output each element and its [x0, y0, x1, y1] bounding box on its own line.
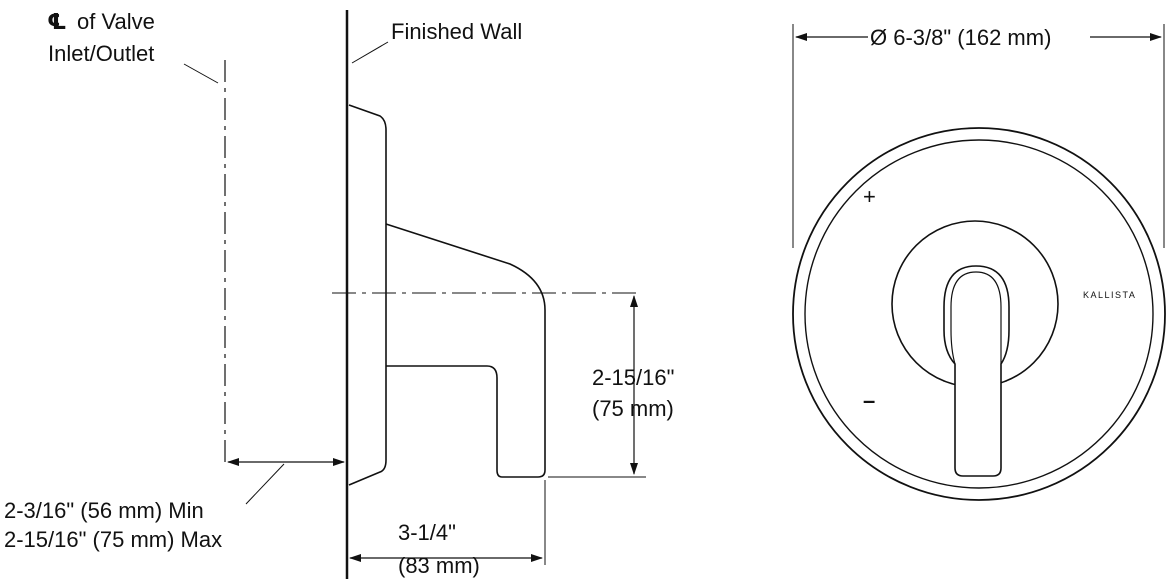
brand-label: KALLISTA: [1083, 290, 1136, 300]
projection-mm-label: (83 mm): [398, 553, 480, 578]
escutcheon-outer-circle: [792, 127, 1166, 501]
centerline-symbol: ℄: [47, 9, 67, 34]
diameter-label: Ø 6-3/8" (162 mm): [870, 25, 1051, 50]
valve-depth-max-label: 2-15/16" (75 mm) Max: [4, 527, 222, 552]
handle-height-in-label: 2-15/16": [592, 365, 674, 390]
centerline-leader: [183, 63, 219, 84]
escutcheon-profile: [348, 104, 387, 486]
side-view: 2-15/16" (75 mm) 3-1/4" (83 mm) 2-3/16" …: [4, 9, 674, 579]
front-view: Ø 6-3/8" (162 mm) + – KALLISTA: [792, 24, 1166, 501]
handle-height-mm-label: (75 mm): [592, 396, 674, 421]
plus-mark: +: [863, 184, 876, 209]
valve-depth-leader: [245, 463, 285, 505]
valve-depth-min-label: 2-3/16" (56 mm) Min: [4, 498, 204, 523]
minus-mark: –: [863, 388, 875, 413]
handle-lever-inner-outline: [950, 271, 1002, 365]
handle-lever: [943, 265, 1010, 477]
finished-wall-label: Finished Wall: [391, 19, 522, 44]
centerline-label: of Valve: [77, 9, 155, 34]
projection-in-label: 3-1/4": [398, 520, 456, 545]
centerline-label-line-2: Inlet/Outlet: [48, 41, 154, 66]
finished-wall-leader: [351, 41, 389, 64]
handle-profile: [385, 223, 546, 478]
escutcheon-inner-circle: [804, 139, 1154, 489]
